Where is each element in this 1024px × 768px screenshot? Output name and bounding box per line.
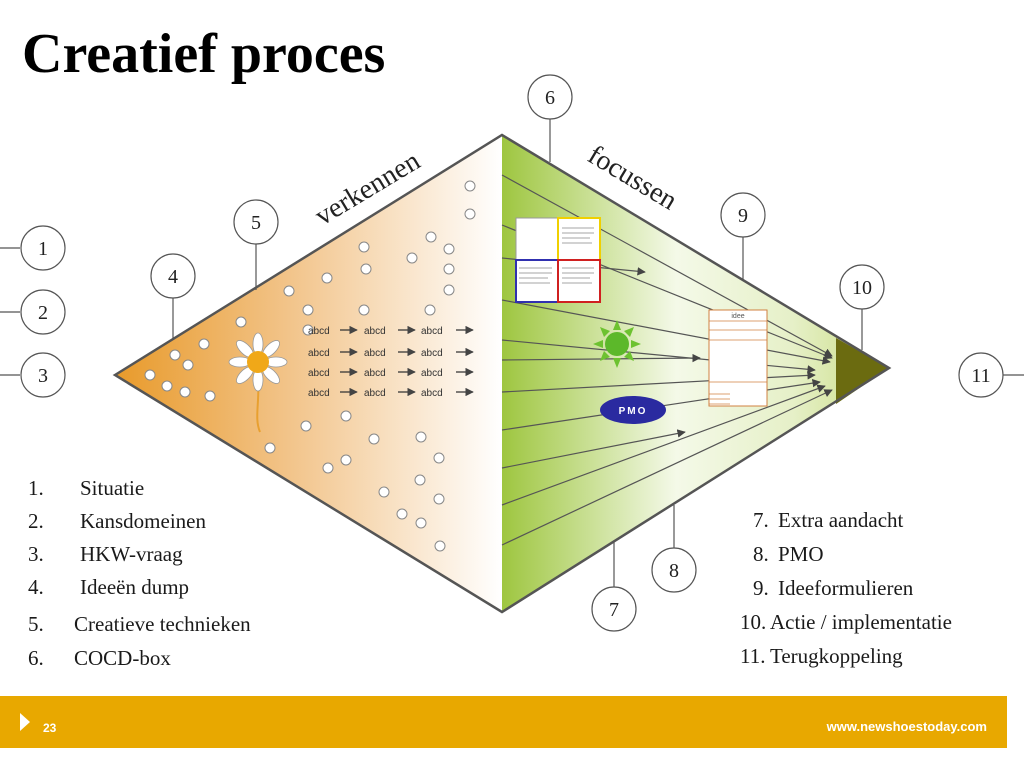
callout-8: 8 bbox=[651, 547, 697, 593]
legend-number: 6. bbox=[28, 646, 44, 670]
word-grid: abcd abcd abcd abcd abcd abcd abcd abcd … bbox=[308, 325, 474, 399]
footer-bar: 23 www.newshoestoday.com bbox=[0, 696, 1007, 748]
word-item: abcd bbox=[421, 326, 443, 337]
callout-leaders bbox=[0, 118, 1024, 588]
callout-10: 10 bbox=[839, 264, 885, 310]
legend-text: Extra aandacht bbox=[778, 508, 904, 532]
legend-text: Ideeformulieren bbox=[778, 576, 914, 600]
slide-title: Creatief proces bbox=[22, 23, 386, 85]
legend-number: 4. bbox=[28, 575, 44, 599]
callout-7: 7 bbox=[591, 586, 637, 632]
legend-number: 1. bbox=[28, 476, 44, 500]
legend-number: 10. bbox=[740, 610, 767, 634]
page-number: 23 bbox=[43, 721, 57, 735]
legend-text: HKW-vraag bbox=[80, 542, 183, 566]
word-item: abcd bbox=[421, 368, 443, 379]
legend-number: 8. bbox=[753, 542, 769, 566]
implementation-tip bbox=[836, 338, 889, 404]
legend-text: Actie / implementatie bbox=[770, 610, 952, 634]
callout-circles: 1 2 3 4 5 6 7 8 bbox=[20, 74, 1004, 632]
callout-number: 4 bbox=[168, 266, 178, 288]
cocd-box bbox=[515, 217, 601, 303]
callout-2: 2 bbox=[20, 289, 66, 335]
legend-number: 9. bbox=[753, 576, 769, 600]
word-item: abcd bbox=[308, 326, 330, 337]
legend-left: 1. Situatie 2. Kansdomeinen 3. HKW-vraag… bbox=[28, 476, 328, 676]
pmo-ellipse: PMO bbox=[600, 396, 666, 424]
callout-4: 4 bbox=[150, 253, 196, 299]
idea-circles bbox=[144, 180, 476, 552]
word-item: abcd bbox=[364, 368, 386, 379]
website-link[interactable]: www.newshoestoday.com bbox=[826, 719, 987, 734]
legend-text: Situatie bbox=[80, 476, 145, 500]
word-item: abcd bbox=[308, 368, 330, 379]
callout-1: 1 bbox=[20, 225, 66, 271]
callout-9: 9 bbox=[720, 192, 766, 238]
callout-number: 10 bbox=[852, 277, 872, 299]
callout-number: 9 bbox=[738, 205, 748, 227]
legend-number: 11. bbox=[740, 644, 766, 668]
callout-6: 6 bbox=[527, 74, 573, 120]
callout-number: 5 bbox=[251, 212, 261, 234]
legend-text: PMO bbox=[778, 542, 824, 566]
word-item: abcd bbox=[364, 348, 386, 359]
legend-text: Ideeën dump bbox=[80, 575, 190, 599]
callout-5: 5 bbox=[233, 199, 279, 245]
legend-number: 5. bbox=[28, 612, 44, 636]
legend-number: 3. bbox=[28, 542, 44, 566]
chevron-right-icon bbox=[20, 713, 30, 731]
idea-form: idee bbox=[708, 309, 768, 407]
word-item: abcd bbox=[308, 388, 330, 399]
creative-process-diagram: PMO idee bbox=[0, 74, 1024, 632]
callout-number: 2 bbox=[38, 302, 48, 324]
callout-11: 11 bbox=[958, 352, 1004, 398]
callout-number: 1 bbox=[38, 238, 48, 260]
legend-number: 2. bbox=[28, 509, 44, 533]
flower-icon bbox=[228, 332, 288, 433]
sun-icon bbox=[593, 320, 641, 368]
idea-form-label: idee bbox=[731, 313, 744, 320]
callout-number: 6 bbox=[545, 87, 555, 109]
legend-text: Creatieve technieken bbox=[74, 612, 251, 636]
callout-number: 8 bbox=[669, 560, 679, 582]
callout-number: 3 bbox=[38, 365, 48, 387]
legend-right: 7. Extra aandacht 8. PMO 9. Ideeformulie… bbox=[738, 508, 1018, 678]
legend-text: Terugkoppeling bbox=[770, 644, 903, 668]
word-item: abcd bbox=[421, 388, 443, 399]
callout-number: 11 bbox=[971, 365, 990, 387]
explore-half bbox=[115, 135, 502, 612]
word-item: abcd bbox=[308, 348, 330, 359]
word-item: abcd bbox=[421, 348, 443, 359]
word-item: abcd bbox=[364, 326, 386, 337]
diamond-outline bbox=[112, 133, 892, 614]
legend-text: COCD-box bbox=[74, 646, 171, 670]
legend-text: Kansdomeinen bbox=[80, 509, 206, 533]
callout-number: 7 bbox=[609, 599, 619, 621]
callout-3: 3 bbox=[20, 352, 66, 398]
legend-number: 7. bbox=[753, 508, 769, 532]
pmo-label: PMO bbox=[619, 406, 648, 417]
word-item: abcd bbox=[364, 388, 386, 399]
